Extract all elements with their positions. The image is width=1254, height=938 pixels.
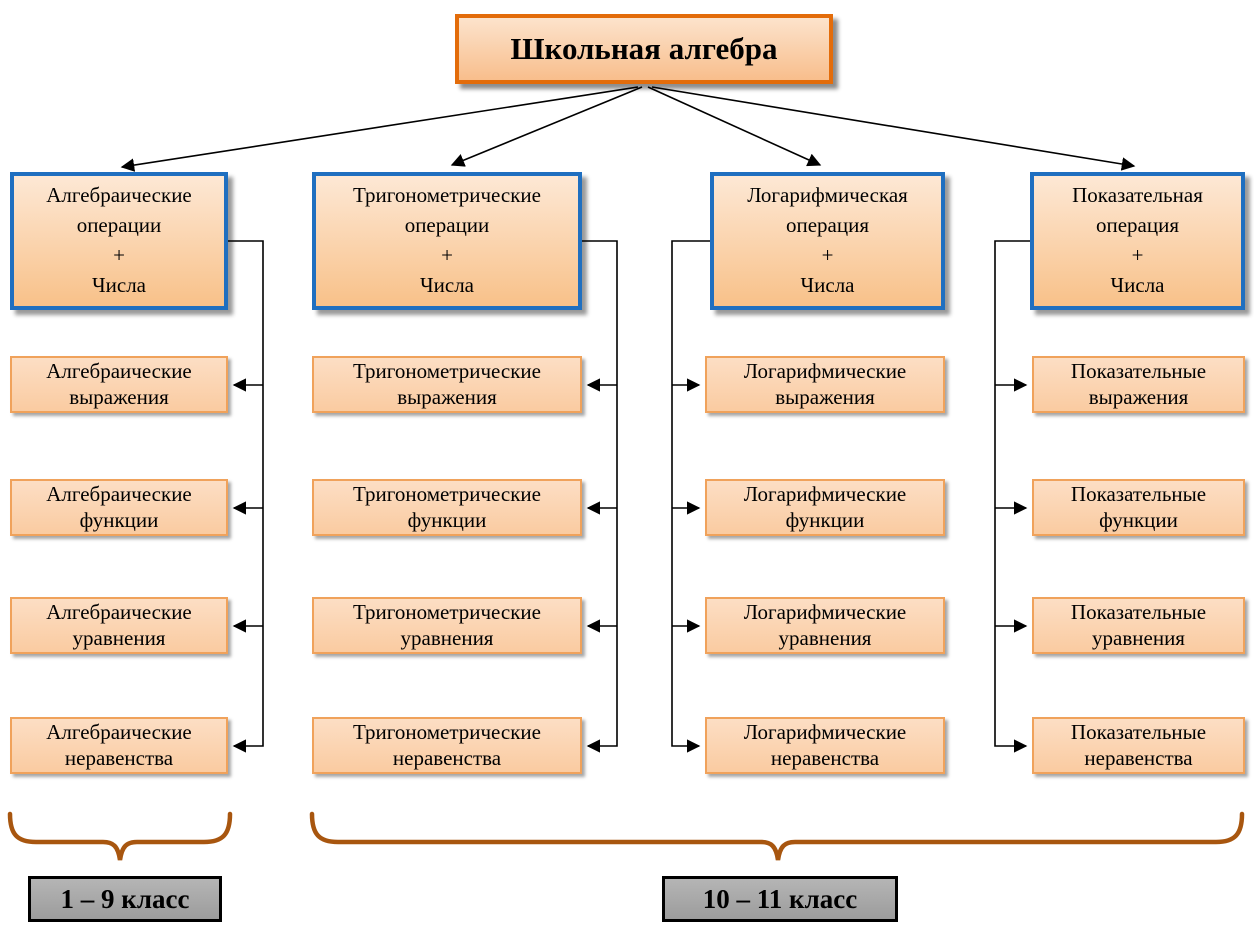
- node-label: Тригонометрические неравенства: [353, 719, 541, 770]
- node-label: Алгебраические выражения: [46, 358, 192, 409]
- header-line: операция: [1095, 213, 1179, 238]
- node-label: Алгебраические неравенства: [46, 719, 192, 770]
- node-logarithmic-functions: Логарифмические функции: [705, 479, 945, 536]
- column-header-trigonometric: Тригонометрические операции + Числа: [312, 172, 582, 310]
- diagram-title: Школьная алгебра: [510, 31, 778, 66]
- node-label: Логарифмические функции: [743, 481, 907, 532]
- plus-sign: +: [441, 243, 453, 267]
- node-label: Алгебраические уравнения: [46, 599, 192, 650]
- node-label: Показательные уравнения: [1070, 599, 1207, 650]
- node-algebraic-functions: Алгебраические функции: [10, 479, 228, 536]
- header-line: Числа: [91, 272, 146, 297]
- node-label: Показательные выражения: [1070, 358, 1207, 409]
- column-header-exponential: Показательная операция + Числа: [1030, 172, 1245, 310]
- header-line: операция: [785, 213, 869, 238]
- node-algebraic-expressions: Алгебраические выражения: [10, 356, 228, 413]
- node-exponential-expressions: Показательные выражения: [1032, 356, 1245, 413]
- header-line: операции: [404, 213, 490, 238]
- node-trigonometric-expressions: Тригонометрические выражения: [312, 356, 582, 413]
- node-exponential-functions: Показательные функции: [1032, 479, 1245, 536]
- header-line: Алгебраические: [46, 183, 192, 208]
- grade-label-text: 1 – 9 класс: [60, 883, 190, 914]
- title-box: Школьная алгебра: [455, 14, 833, 84]
- node-trigonometric-inequalities: Тригонометрические неравенства: [312, 717, 582, 774]
- plus-sign: +: [821, 243, 834, 267]
- column-connector-exponential: [994, 240, 1030, 753]
- node-label: Логарифмические выражения: [743, 358, 907, 409]
- node-exponential-equations: Показательные уравнения: [1032, 597, 1245, 654]
- plus-sign: +: [113, 243, 125, 267]
- column-header-logarithmic: Логарифмическая операция + Числа: [710, 172, 945, 310]
- node-label: Логарифмические уравнения: [743, 599, 907, 650]
- right-brace: [309, 811, 1245, 861]
- column-connector-algebraic: [228, 240, 264, 753]
- fan-arrows: [120, 86, 1136, 172]
- node-label: Тригонометрические уравнения: [353, 599, 541, 650]
- node-logarithmic-equations: Логарифмические уравнения: [705, 597, 945, 654]
- node-algebraic-inequalities: Алгебраические неравенства: [10, 717, 228, 774]
- node-logarithmic-expressions: Логарифмические выражения: [705, 356, 945, 413]
- node-label: Логарифмические неравенства: [743, 719, 907, 770]
- grade-label-text: 10 – 11 класс: [702, 883, 858, 914]
- column-connector-trigonometric: [582, 240, 618, 753]
- node-logarithmic-inequalities: Логарифмические неравенства: [705, 717, 945, 774]
- header-line: Числа: [1110, 272, 1165, 297]
- column-header-algebraic: Алгебраические операции + Числа: [10, 172, 228, 310]
- header-line: Логарифмическая: [747, 183, 908, 208]
- header-line: Показательная: [1072, 183, 1203, 208]
- left-brace: [7, 811, 233, 861]
- node-trigonometric-equations: Тригонометрические уравнения: [312, 597, 582, 654]
- grade-label-10-11: 10 – 11 класс: [662, 876, 898, 922]
- node-trigonometric-functions: Тригонометрические функции: [312, 479, 582, 536]
- node-label: Показательные функции: [1070, 481, 1207, 532]
- node-exponential-inequalities: Показательные неравенства: [1032, 717, 1245, 774]
- grade-label-1-9: 1 – 9 класс: [28, 876, 222, 922]
- header-line: операции: [76, 213, 162, 238]
- node-algebraic-equations: Алгебраические уравнения: [10, 597, 228, 654]
- node-label: Тригонометрические функции: [353, 481, 541, 532]
- plus-sign: +: [1131, 243, 1144, 267]
- header-line: Числа: [800, 272, 855, 297]
- header-line: Числа: [419, 272, 474, 297]
- node-label: Тригонометрические выражения: [353, 358, 541, 409]
- node-label: Алгебраические функции: [46, 481, 192, 532]
- header-line: Тригонометрические: [353, 183, 541, 208]
- node-label: Показательные неравенства: [1070, 719, 1207, 770]
